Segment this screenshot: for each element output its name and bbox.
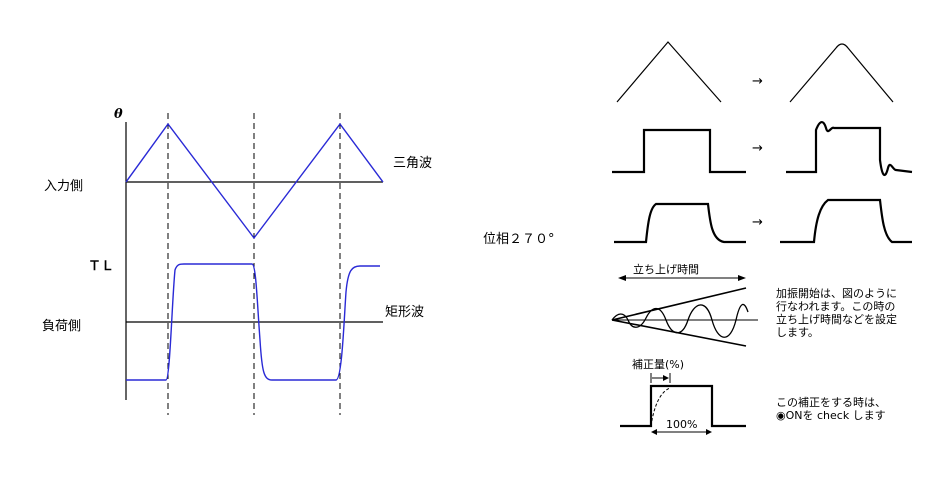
rise-desc-line-2: 行なわれます。この時の bbox=[776, 300, 895, 313]
percent-arrow-right bbox=[706, 429, 712, 435]
rounded-pulse-input bbox=[614, 202, 746, 244]
input-side-label: 入力側 bbox=[44, 179, 83, 194]
triangle-wave-label: 三角波 bbox=[393, 156, 432, 171]
correction-desc-line-2: ◉ONを check します bbox=[776, 409, 886, 422]
triangle-wave bbox=[125, 122, 384, 240]
envelope-upper bbox=[611, 287, 747, 321]
rise-time-arrow-right bbox=[738, 275, 746, 281]
square-pulse-overshoot bbox=[786, 121, 913, 177]
theta-label: θ bbox=[114, 107, 123, 122]
arrow-2: → bbox=[752, 141, 763, 156]
correction-pulse bbox=[620, 384, 746, 428]
rectangle-wave-label: 矩形波 bbox=[385, 305, 424, 320]
tl-label: ＴＬ bbox=[88, 259, 114, 274]
triangle-shape-output bbox=[789, 43, 894, 103]
load-side-label: 負荷側 bbox=[42, 319, 81, 334]
square-pulse-input bbox=[612, 128, 746, 174]
percent-arrow-left bbox=[651, 429, 657, 435]
rise-time-arrow-left bbox=[618, 275, 626, 281]
correction-label: 補正量(%) bbox=[632, 358, 684, 371]
triangle-shape-input bbox=[616, 41, 722, 103]
correction-desc-line-1: この補正をする時は、 bbox=[776, 396, 886, 409]
rise-desc-line-1: 加振開始は、図のように bbox=[776, 286, 897, 300]
correction-arrow-head bbox=[663, 375, 669, 381]
percent-label: 100% bbox=[666, 418, 697, 431]
correction-curve bbox=[650, 387, 671, 427]
rise-desc-line-4: します。 bbox=[776, 326, 819, 339]
rounded-pulse-output bbox=[780, 198, 912, 244]
arrow-3: → bbox=[752, 215, 763, 230]
rise-desc-line-3: 立ち上げ時間などを設定 bbox=[776, 312, 897, 326]
rectangle-response-wave bbox=[126, 263, 380, 381]
growing-oscillation-wave bbox=[611, 303, 749, 338]
rise-time-label: 立ち上げ時間 bbox=[633, 262, 699, 276]
arrow-1: → bbox=[752, 74, 763, 89]
phase-label: 位相２７０° bbox=[483, 232, 555, 247]
